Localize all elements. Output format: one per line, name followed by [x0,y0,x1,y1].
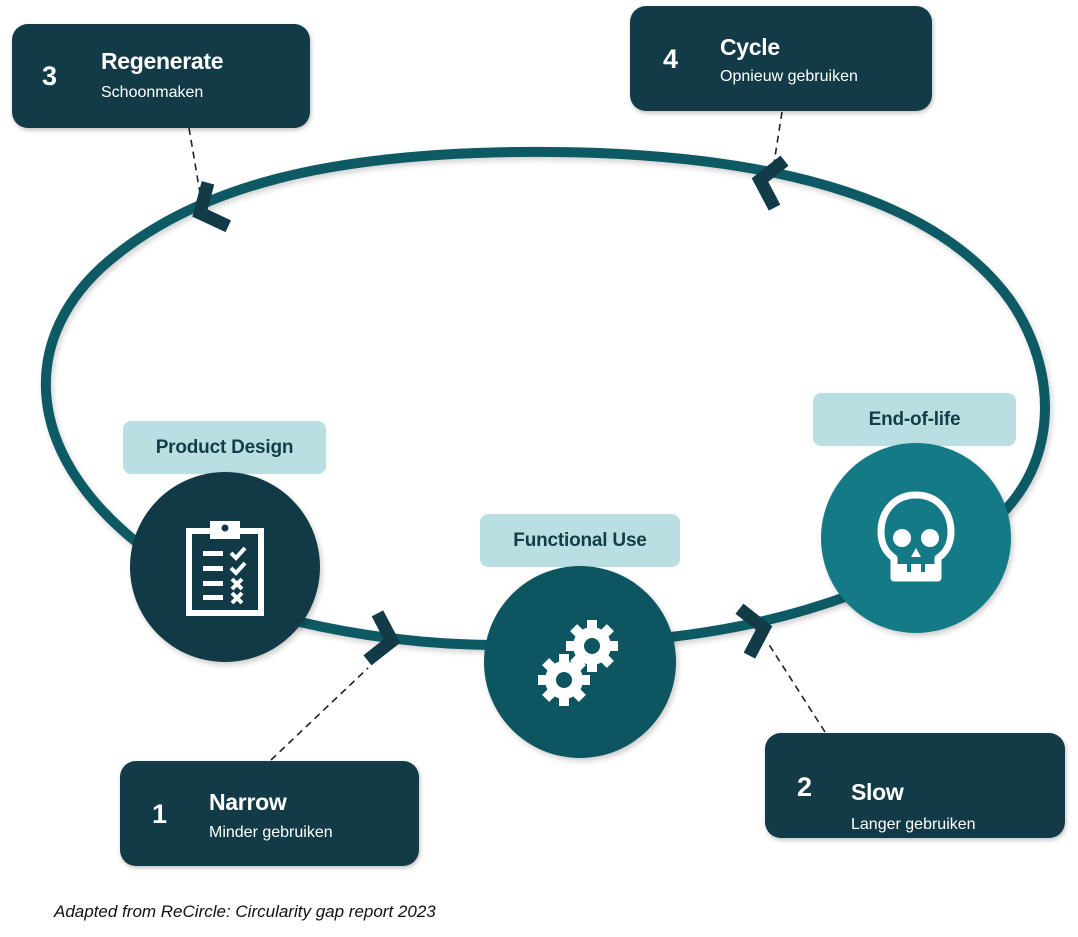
leader-line-narrow [270,667,369,761]
step-number: 4 [663,44,679,74]
clipboard-checklist-icon [186,521,264,616]
step-number: 1 [152,799,168,829]
step-title: Slow [851,779,904,805]
skull-icon [877,491,955,582]
source-caption: Adapted from ReCircle: Circularity gap r… [54,902,436,921]
step-subtitle: Langer gebruiken [851,816,976,833]
leader-line-cycle [773,111,783,164]
phase-label-functional-use: Functional Use [480,514,680,567]
arrowhead-narrow-icon [363,610,401,666]
phase-circle-functional-use [484,566,676,758]
leader-line-slow [767,642,826,733]
step-subtitle: Schoonmaken [101,84,204,101]
phase-circle-end-of-life [821,443,1011,633]
step-subtitle: Opnieuw gebruiken [720,68,858,85]
step-title: Regenerate [101,48,224,74]
step-box-regenerate: 3 Regenerate Schoonmaken [12,24,310,128]
phase-label-end-of-life: End-of-life [813,393,1016,446]
phase-circle-product-design [130,472,320,662]
step-number: 3 [42,61,58,91]
arrowhead-regenerate-icon [192,181,232,233]
step-title: Cycle [720,34,780,60]
step-box-cycle: 4 Cycle Opnieuw gebruiken [630,6,932,111]
arrowhead-slow-icon [735,603,773,659]
phase-label-product-design: Product Design [123,421,326,474]
cycle-ring [40,146,1050,651]
step-box-narrow: 1 Narrow Minder gebruiken [120,761,419,866]
step-number: 2 [797,772,813,802]
gears-icon [538,620,618,706]
arrowhead-cycle-icon [751,155,789,211]
step-box-slow: 2 Slow Langer gebruiken [765,733,1065,838]
leader-line-regenerate [188,127,201,194]
step-title: Narrow [209,789,287,815]
step-subtitle: Minder gebruiken [209,824,333,841]
